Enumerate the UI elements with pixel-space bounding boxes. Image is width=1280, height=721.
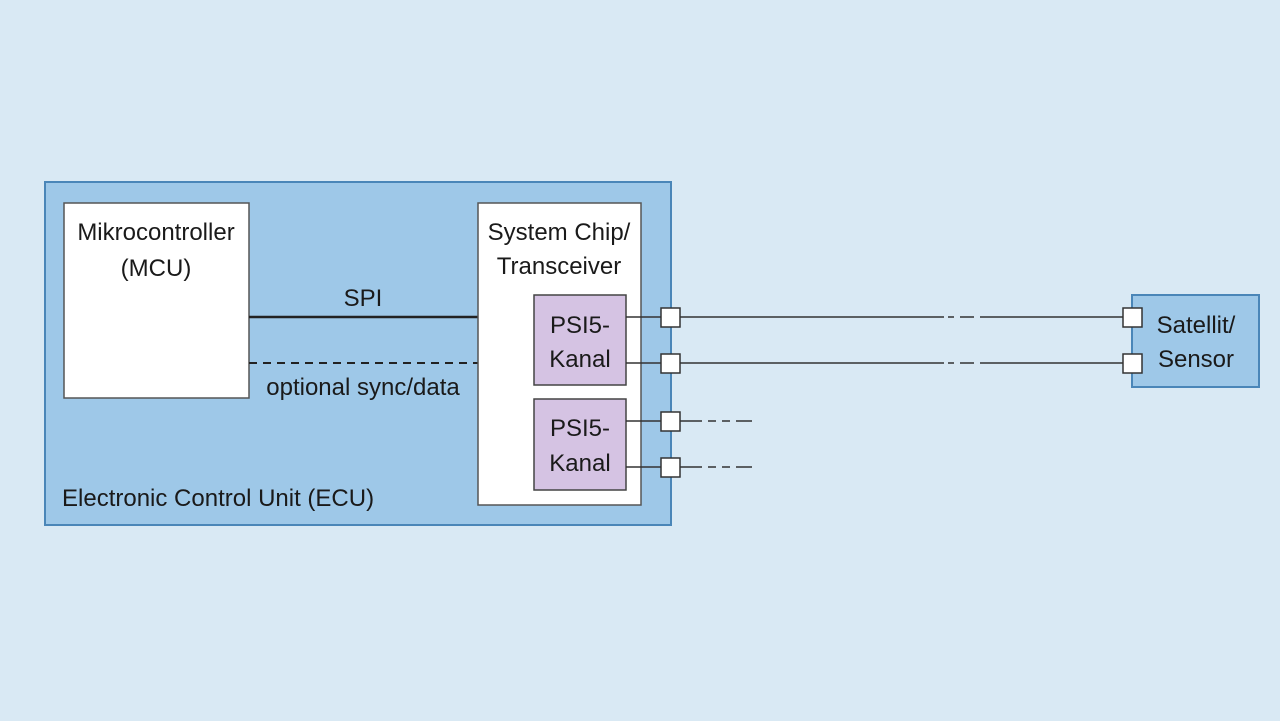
psi5-channel-1-line1: PSI5-: [550, 312, 610, 339]
ecu-label: Electronic Control Unit (ECU): [62, 485, 374, 512]
mcu-box: [63, 202, 250, 399]
ecu-port-2: [660, 353, 681, 374]
mcu-label-line1: Mikrocontroller: [77, 219, 234, 246]
optional-sync-label: optional sync/data: [266, 374, 460, 401]
psi5-channel-2-line2: Kanal: [549, 450, 610, 477]
ecu-port-4: [660, 457, 681, 478]
sensor-box: [1131, 294, 1260, 388]
psi5-channel-1-box: [533, 294, 627, 386]
sensor-label-line1: Satellit/: [1157, 312, 1236, 339]
sensor-label-line2: Sensor: [1158, 346, 1234, 373]
system-chip-label-line2: Transceiver: [497, 253, 621, 280]
psi5-channel-2-line1: PSI5-: [550, 415, 610, 442]
ecu-port-1: [660, 307, 681, 328]
psi5-channel-2-box: [533, 398, 627, 491]
spi-label: SPI: [344, 285, 383, 312]
system-chip-label-line1: System Chip/: [488, 219, 631, 246]
sensor-port-2: [1122, 353, 1143, 374]
psi5-channel-1-line2: Kanal: [549, 346, 610, 373]
ecu-port-3: [660, 411, 681, 432]
sensor-port-1: [1122, 307, 1143, 328]
mcu-label-line2: (MCU): [121, 255, 192, 282]
